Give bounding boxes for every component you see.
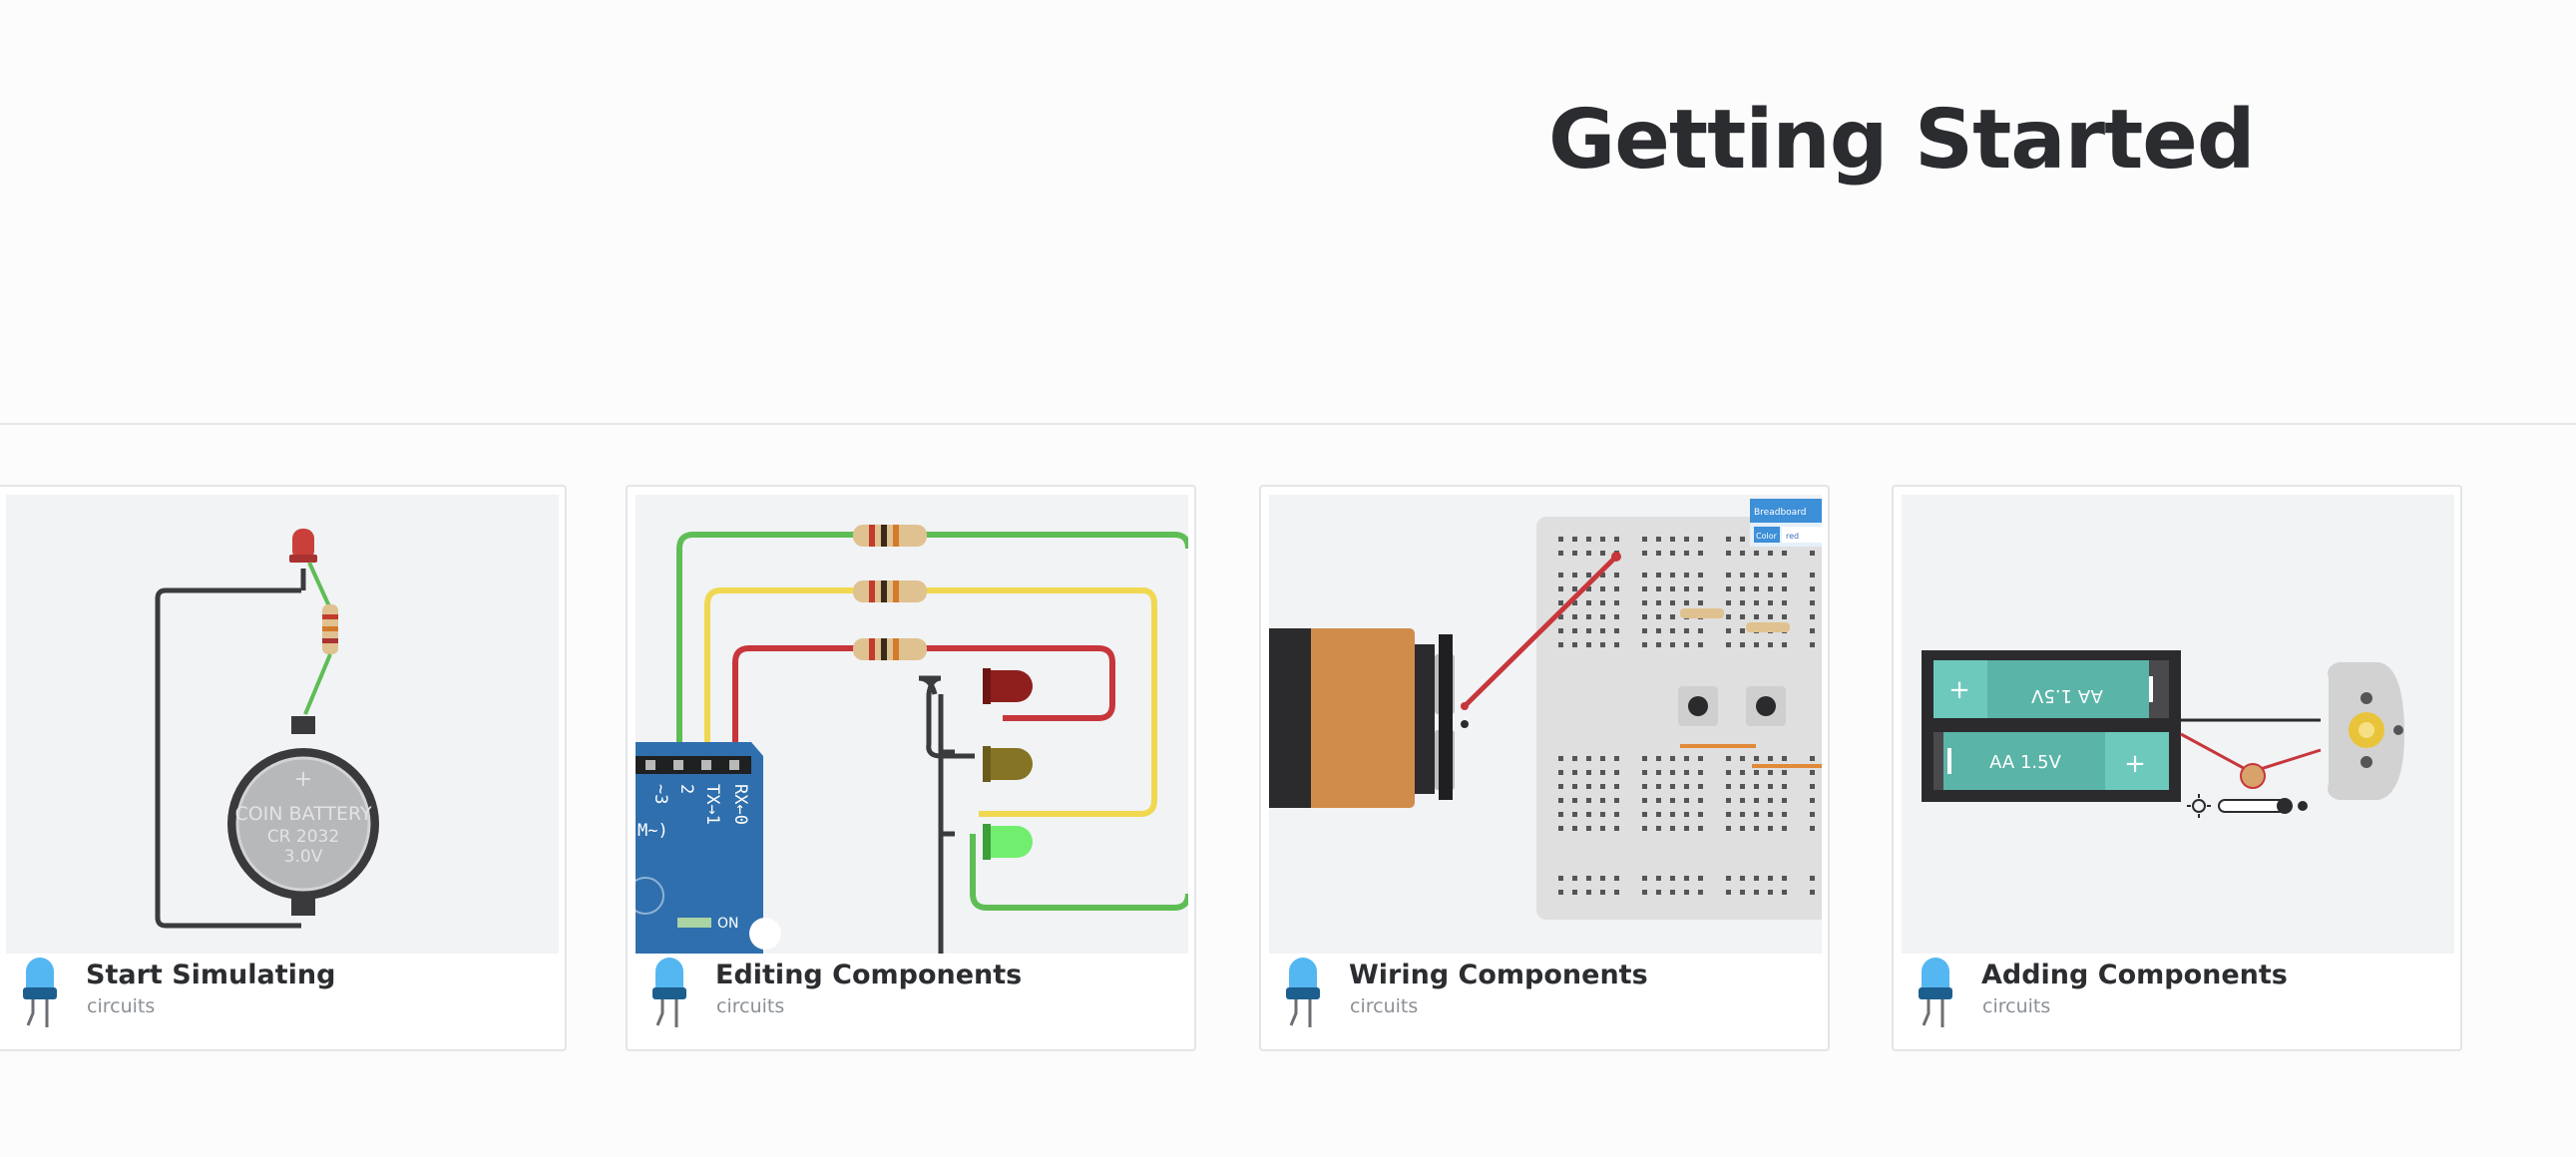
lesson-card-wiring-components[interactable]: Breadboard Color red: [1259, 485, 1830, 1051]
svg-text:M~): M~): [638, 821, 668, 841]
svg-text:COIN BATTERY: COIN BATTERY: [234, 803, 372, 825]
header-divider: [0, 423, 2576, 425]
lesson-title[interactable]: Wiring Components: [1349, 960, 1648, 990]
svg-text:+: +: [294, 767, 312, 792]
red-led-icon: [289, 529, 331, 607]
svg-text:+: +: [2124, 749, 2146, 779]
svg-text:AA 1.5V: AA 1.5V: [2030, 685, 2102, 706]
lesson-thumbnail[interactable]: ~3 2 TX→1 RX←0 M~) ON: [636, 495, 1188, 954]
lesson-thumbnail[interactable]: + COIN BATTERY CR 2032 3.0V: [6, 495, 559, 954]
lesson-title[interactable]: Start Simulating: [86, 960, 336, 990]
dc-motor-icon: [2328, 662, 2404, 800]
battery-pack-icon: + AA 1.5V AA 1.5V +: [1922, 650, 2181, 802]
resistor-icon: [853, 525, 927, 660]
page-title: Getting Started: [1548, 93, 2256, 188]
lesson-category: circuits: [716, 995, 785, 1017]
svg-text:TX→1: TX→1: [702, 784, 722, 825]
lesson-thumbnail[interactable]: + AA 1.5V AA 1.5V +: [1902, 495, 2454, 954]
card-footer: Start Simulating circuits: [0, 954, 565, 1049]
svg-text:red: red: [1786, 532, 1799, 541]
card-footer: Adding Components circuits: [1894, 954, 2460, 1049]
svg-text:AA 1.5V: AA 1.5V: [1989, 752, 2061, 773]
lesson-card-start-simulating[interactable]: + COIN BATTERY CR 2032 3.0V Start Simula…: [0, 485, 567, 1051]
led-icon: [1919, 958, 1952, 1027]
breadboard-icon: [1536, 517, 1822, 920]
led-icon: [652, 958, 686, 1027]
coin-battery-icon: + COIN BATTERY CR 2032 3.0V: [227, 716, 379, 916]
photoresistor-icon: [2191, 763, 2266, 804]
svg-text:CR 2032: CR 2032: [267, 827, 339, 847]
svg-text:Breadboard: Breadboard: [1754, 508, 1806, 518]
lesson-thumbnail[interactable]: Breadboard Color red: [1269, 495, 1822, 954]
arduino-board-icon: ~3 2 TX→1 RX←0 M~) ON: [636, 742, 781, 954]
card-footer: Wiring Components circuits: [1261, 954, 1828, 1049]
svg-text:+: +: [1948, 675, 1970, 705]
lesson-category: circuits: [1982, 995, 2051, 1017]
svg-text:2: 2: [676, 784, 696, 794]
light-slider-icon: [2187, 794, 2308, 818]
svg-text:Color: Color: [1756, 532, 1778, 541]
led-yellow-icon: [983, 746, 1033, 782]
lesson-card-editing-components[interactable]: ~3 2 TX→1 RX←0 M~) ON Editing Components…: [626, 485, 1196, 1051]
led-red-icon: [983, 668, 1033, 704]
lesson-category: circuits: [87, 995, 156, 1017]
lesson-title[interactable]: Editing Components: [715, 960, 1023, 990]
led-green-icon: [983, 824, 1033, 860]
led-icon: [23, 958, 57, 1027]
resistor-icon: [303, 604, 338, 715]
svg-text:~3: ~3: [650, 784, 670, 804]
lesson-card-adding-components[interactable]: + AA 1.5V AA 1.5V +: [1892, 485, 2462, 1051]
wire-inspector-panel: Breadboard Color red: [1750, 499, 1822, 547]
svg-text:ON: ON: [717, 916, 739, 932]
lesson-title[interactable]: Adding Components: [1981, 960, 2288, 990]
card-footer: Editing Components circuits: [628, 954, 1194, 1049]
svg-text:3.0V: 3.0V: [284, 847, 323, 867]
lesson-category: circuits: [1350, 995, 1419, 1017]
nine-volt-battery-icon: [1269, 628, 1469, 808]
led-icon: [1286, 958, 1320, 1027]
svg-text:RX←0: RX←0: [730, 784, 750, 825]
